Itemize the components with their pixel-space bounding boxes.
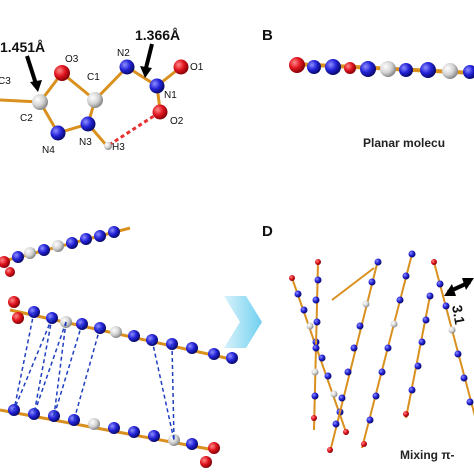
caption-b: Planar molecu <box>363 136 445 150</box>
stack-distance-label: 3.1 <box>449 304 468 326</box>
label-n2: N2 <box>117 48 130 59</box>
chain-3 <box>327 258 382 453</box>
chain-4 <box>361 250 416 449</box>
chain-6 <box>403 292 434 419</box>
label-o2: O2 <box>170 116 184 127</box>
chain-2 <box>311 259 322 431</box>
label-o3: O3 <box>65 54 79 65</box>
label-n3: N3 <box>79 137 92 148</box>
bond-length-c2-o3: 1.451Å <box>0 39 45 55</box>
label-o1: O1 <box>190 62 204 73</box>
atom-c1 <box>87 92 103 108</box>
label-c3: C3 <box>0 76 11 87</box>
stack-distance-arrowheads <box>444 278 474 296</box>
atom-o1 <box>173 59 189 75</box>
hydrogen-bond <box>108 110 161 147</box>
label-h3: H3 <box>112 142 125 153</box>
atom-n4 <box>50 125 66 141</box>
label-c1: C1 <box>87 72 100 83</box>
atom-o3 <box>54 65 70 81</box>
atom-h3 <box>104 142 112 150</box>
atom-n1 <box>149 78 165 94</box>
bond-length-arrow-left <box>25 55 38 85</box>
label-c2: C2 <box>20 113 33 124</box>
arrowhead-left <box>30 80 42 92</box>
bond-length-arrow-right <box>144 43 154 69</box>
panel-b-planar: B Planar molecu <box>262 27 474 150</box>
atom-c2 <box>32 94 48 110</box>
panel-label-b: B <box>262 27 273 44</box>
panel-c-stacking <box>0 226 238 468</box>
bond-length-n1-n2: 1.366Å <box>135 27 180 43</box>
chain-5 <box>431 259 474 417</box>
label-n4: N4 <box>42 145 55 156</box>
atom-n2 <box>119 59 135 75</box>
chain-1 <box>289 275 349 435</box>
atom-n3 <box>80 116 96 132</box>
caption-d: Mixing π- <box>400 448 455 462</box>
arrowhead-right <box>140 66 152 78</box>
panel-d-mixed-stacking: D <box>262 223 474 462</box>
transition-arrow <box>224 296 262 348</box>
panel-a-molecule: C3 O3 C2 C1 N2 N1 O1 O2 N3 H3 N4 1.451Å … <box>0 27 204 156</box>
panel-label-d: D <box>262 223 273 240</box>
atom-o2 <box>152 104 168 120</box>
label-n1: N1 <box>164 90 177 101</box>
